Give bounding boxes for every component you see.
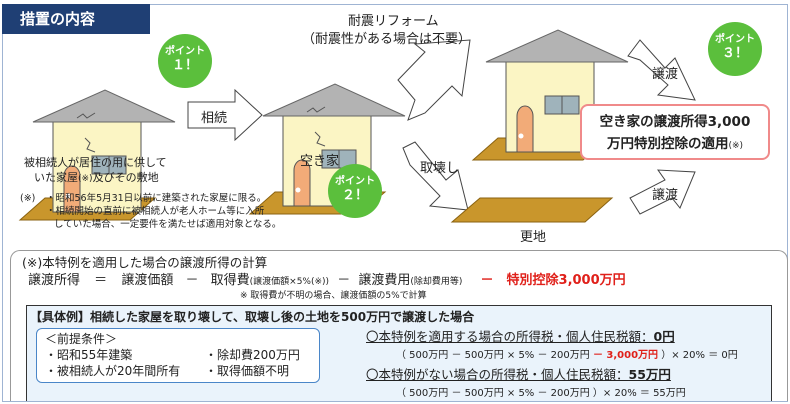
transfer-lower-arrow [629, 169, 696, 215]
with-special-calc: （ 500万円 － 500万円 × 5% － 200万円 － 3,000万円 ）… [396, 346, 738, 361]
without-special-title: 〇本特例がない場合の所得税・個人住民税額：55万円 [366, 364, 671, 383]
origin-note-mark: (※) [78, 174, 93, 184]
reform-note: （耐震性がある場合は不要） [302, 32, 472, 47]
formula-term: 譲渡費用 [358, 273, 411, 288]
result-note: (※) [728, 141, 744, 151]
note-item: ・相続開始の直前に被相続人が老人ホーム等に入所 [46, 206, 265, 217]
vacant-lot [450, 197, 614, 223]
conditions-title: ＜前提条件＞ [45, 332, 118, 346]
formula-op: － [337, 273, 351, 288]
point-number: ２！ [341, 188, 368, 203]
transfer-upper-arrow [627, 39, 696, 101]
note-item: ・昭和56年5月31日以前に建築された家屋に限る。 [46, 193, 267, 204]
formula-op: ＝ [94, 273, 108, 288]
calc-part: （ 500万円 － 500万円 × 5% － 200万円 [396, 350, 593, 361]
notes: (※) ・昭和56年5月31日以前に建築された家屋に限る。 ・相続開始の直前に被… [20, 192, 281, 230]
demolish-label: 取壊し [420, 161, 460, 176]
reform-arrow [397, 39, 471, 121]
note-item: していた場合、一定要件を満たせば適用対象となる。 [54, 219, 282, 230]
inherit-label: 相続 [201, 111, 228, 126]
formula-note: (除却費用等) [410, 277, 463, 287]
point-label: ポイント [715, 34, 755, 45]
calculation-section [10, 250, 788, 401]
point-number: １！ [171, 58, 198, 73]
origin-line2a: いた家屋 [34, 171, 78, 184]
formula-note: (譲渡価額×5%(※)) [249, 277, 330, 287]
note-mark: (※) [20, 193, 36, 204]
section-title: 措置の内容 [2, 4, 150, 34]
formula-term: 取得費 [210, 273, 250, 288]
condition-item: ・被相続人が20年間所有 [45, 364, 181, 378]
without-title-text: 〇本特例がない場合の所得税・個人住民税額： [366, 367, 629, 382]
origin-label: 被相続人が居住の用に供して いた家屋(※)及びその敷地 [24, 155, 167, 187]
calc-formula: 譲渡所得 ＝ 譲渡価額 － 取得費(譲渡価額×5%(※)) － 譲渡費用(除却費… [28, 269, 626, 288]
outer-frame [2, 4, 788, 402]
transfer-lower-label: 譲渡 [652, 188, 679, 203]
with-special-title: 〇本特例を適用する場合の所得税・個人住民税額：0円 [366, 326, 675, 345]
example-title: 【具体例】相続した家屋を取り壊して、取壊し後の土地を500万円で譲渡した場合 [30, 310, 475, 324]
flow-graphics [187, 39, 696, 223]
calc-title: (※)本特例を適用した場合の譲渡所得の計算 [22, 255, 268, 270]
vacant-lot-label: 更地 [520, 230, 547, 245]
condition-item: ・取得価額不明 [205, 364, 290, 378]
inherit-arrow [187, 88, 263, 142]
result-box: 空き家の譲渡所得3,000 万円特別控除の適用(※) [580, 104, 770, 160]
special-deduction: － 特別控除3,000万円 [480, 273, 626, 288]
point-label: ポイント [165, 46, 205, 57]
with-value: 0円 [653, 329, 675, 344]
transfer-upper-label: 譲渡 [652, 67, 679, 82]
without-special-calc: （ 500万円 － 500万円 × 5% － 200万円 ）× 20% ＝ 55… [396, 388, 686, 399]
formula-op: － [185, 273, 199, 288]
condition-item: ・昭和55年建築 [45, 348, 133, 362]
calc-part: ）× 20% ＝ 0円 [658, 350, 738, 361]
condition-item: ・除却費200万円 [205, 348, 300, 362]
result-line1: 空き家の譲渡所得3,000 [599, 114, 751, 130]
calc-footnote: ※ 取得費が不明の場合、譲渡価額の5%で計算 [240, 291, 427, 301]
origin-line2b: 及びその敷地 [92, 171, 159, 184]
with-title-text: 〇本特例を適用する場合の所得税・個人住民税額： [366, 329, 654, 344]
conditions-box: ＜前提条件＞ ・昭和55年建築 ・除却費200万円 ・被相続人が20年間所有 ・… [36, 328, 320, 383]
point-label: ポイント [335, 176, 375, 187]
calc-deduction: － 3,000万円 [592, 350, 659, 361]
reform-label: 耐震リフォーム [348, 14, 439, 29]
vacant-house-label: 空き家 [300, 154, 340, 169]
without-value: 55万円 [628, 367, 671, 382]
result-line2: 万円特別控除の適用 [606, 136, 729, 152]
renovated-house-icon [471, 29, 629, 161]
origin-line1: 被相続人が居住の用に供して [24, 156, 167, 169]
point-number: ３！ [721, 46, 748, 61]
formula-term: 譲渡価額 [121, 273, 174, 288]
formula-term: 譲渡所得 [28, 273, 81, 288]
inherited-house-icon [18, 86, 176, 221]
